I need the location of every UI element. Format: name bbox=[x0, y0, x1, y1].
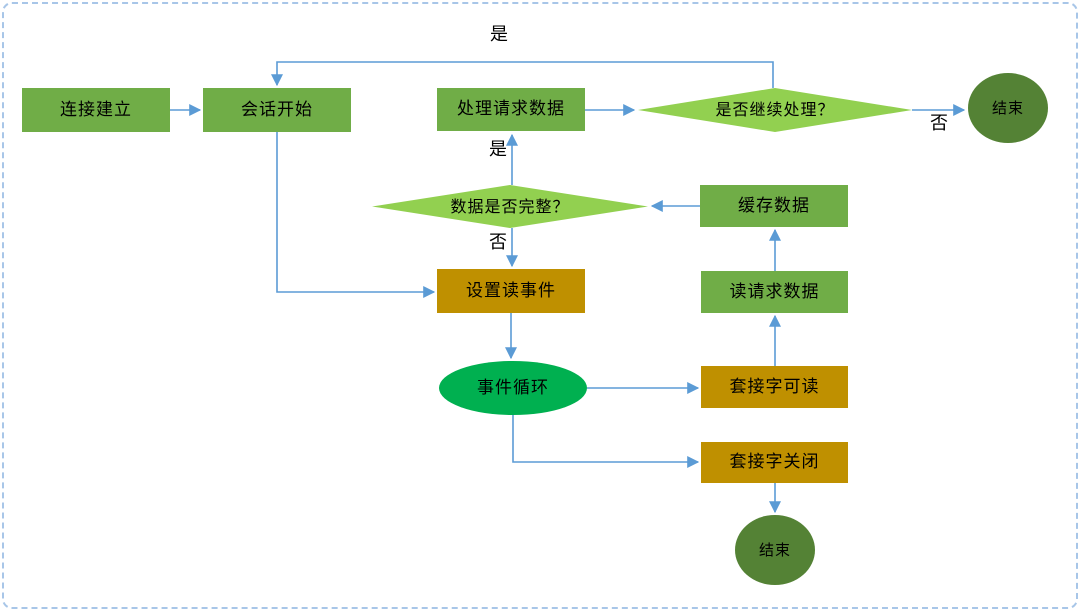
node-label: 处理请求数据 bbox=[457, 99, 565, 119]
edge-continue-yes-loop-to-session bbox=[271, 61, 774, 88]
node-connection-established: 连接建立 bbox=[22, 88, 170, 132]
edge-session-to-set-read-event bbox=[276, 132, 436, 298]
node-label: 是否继续处理？ bbox=[715, 100, 835, 119]
edge-label-yes-complete: 是 bbox=[489, 139, 507, 160]
node-label: 设置读事件 bbox=[466, 280, 556, 301]
terminal-end-bottom: 结束 bbox=[735, 515, 815, 585]
node-label: 事件循环 bbox=[477, 377, 549, 398]
node-process-request-data: 处理请求数据 bbox=[437, 88, 585, 131]
node-session-start: 会话开始 bbox=[203, 88, 351, 132]
node-label: 读请求数据 bbox=[729, 281, 820, 302]
node-label: 结束 bbox=[991, 98, 1024, 117]
node-label: 会话开始 bbox=[241, 99, 313, 120]
node-socket-closed: 套接字关闭 bbox=[701, 442, 848, 483]
terminal-end-top: 结束 bbox=[968, 73, 1048, 143]
node-label: 套接字关闭 bbox=[729, 452, 820, 472]
node-socket-readable: 套接字可读 bbox=[701, 366, 848, 408]
node-read-request-data: 读请求数据 bbox=[701, 271, 848, 313]
edge-event-loop-to-socket-closed bbox=[512, 415, 700, 468]
node-label: 缓存数据 bbox=[738, 195, 810, 216]
edge-label-no-continue: 否 bbox=[930, 113, 948, 134]
edge-label-yes-loop: 是 bbox=[490, 24, 508, 45]
node-label: 连接建立 bbox=[60, 99, 132, 120]
node-set-read-event: 设置读事件 bbox=[437, 269, 585, 313]
edge-label-no-complete: 否 bbox=[489, 232, 507, 253]
node-label: 结束 bbox=[758, 540, 791, 559]
node-event-loop: 事件循环 bbox=[439, 361, 587, 415]
node-label: 套接字可读 bbox=[729, 376, 820, 397]
node-label: 数据是否完整？ bbox=[450, 196, 570, 216]
node-cache-data: 缓存数据 bbox=[700, 185, 848, 227]
